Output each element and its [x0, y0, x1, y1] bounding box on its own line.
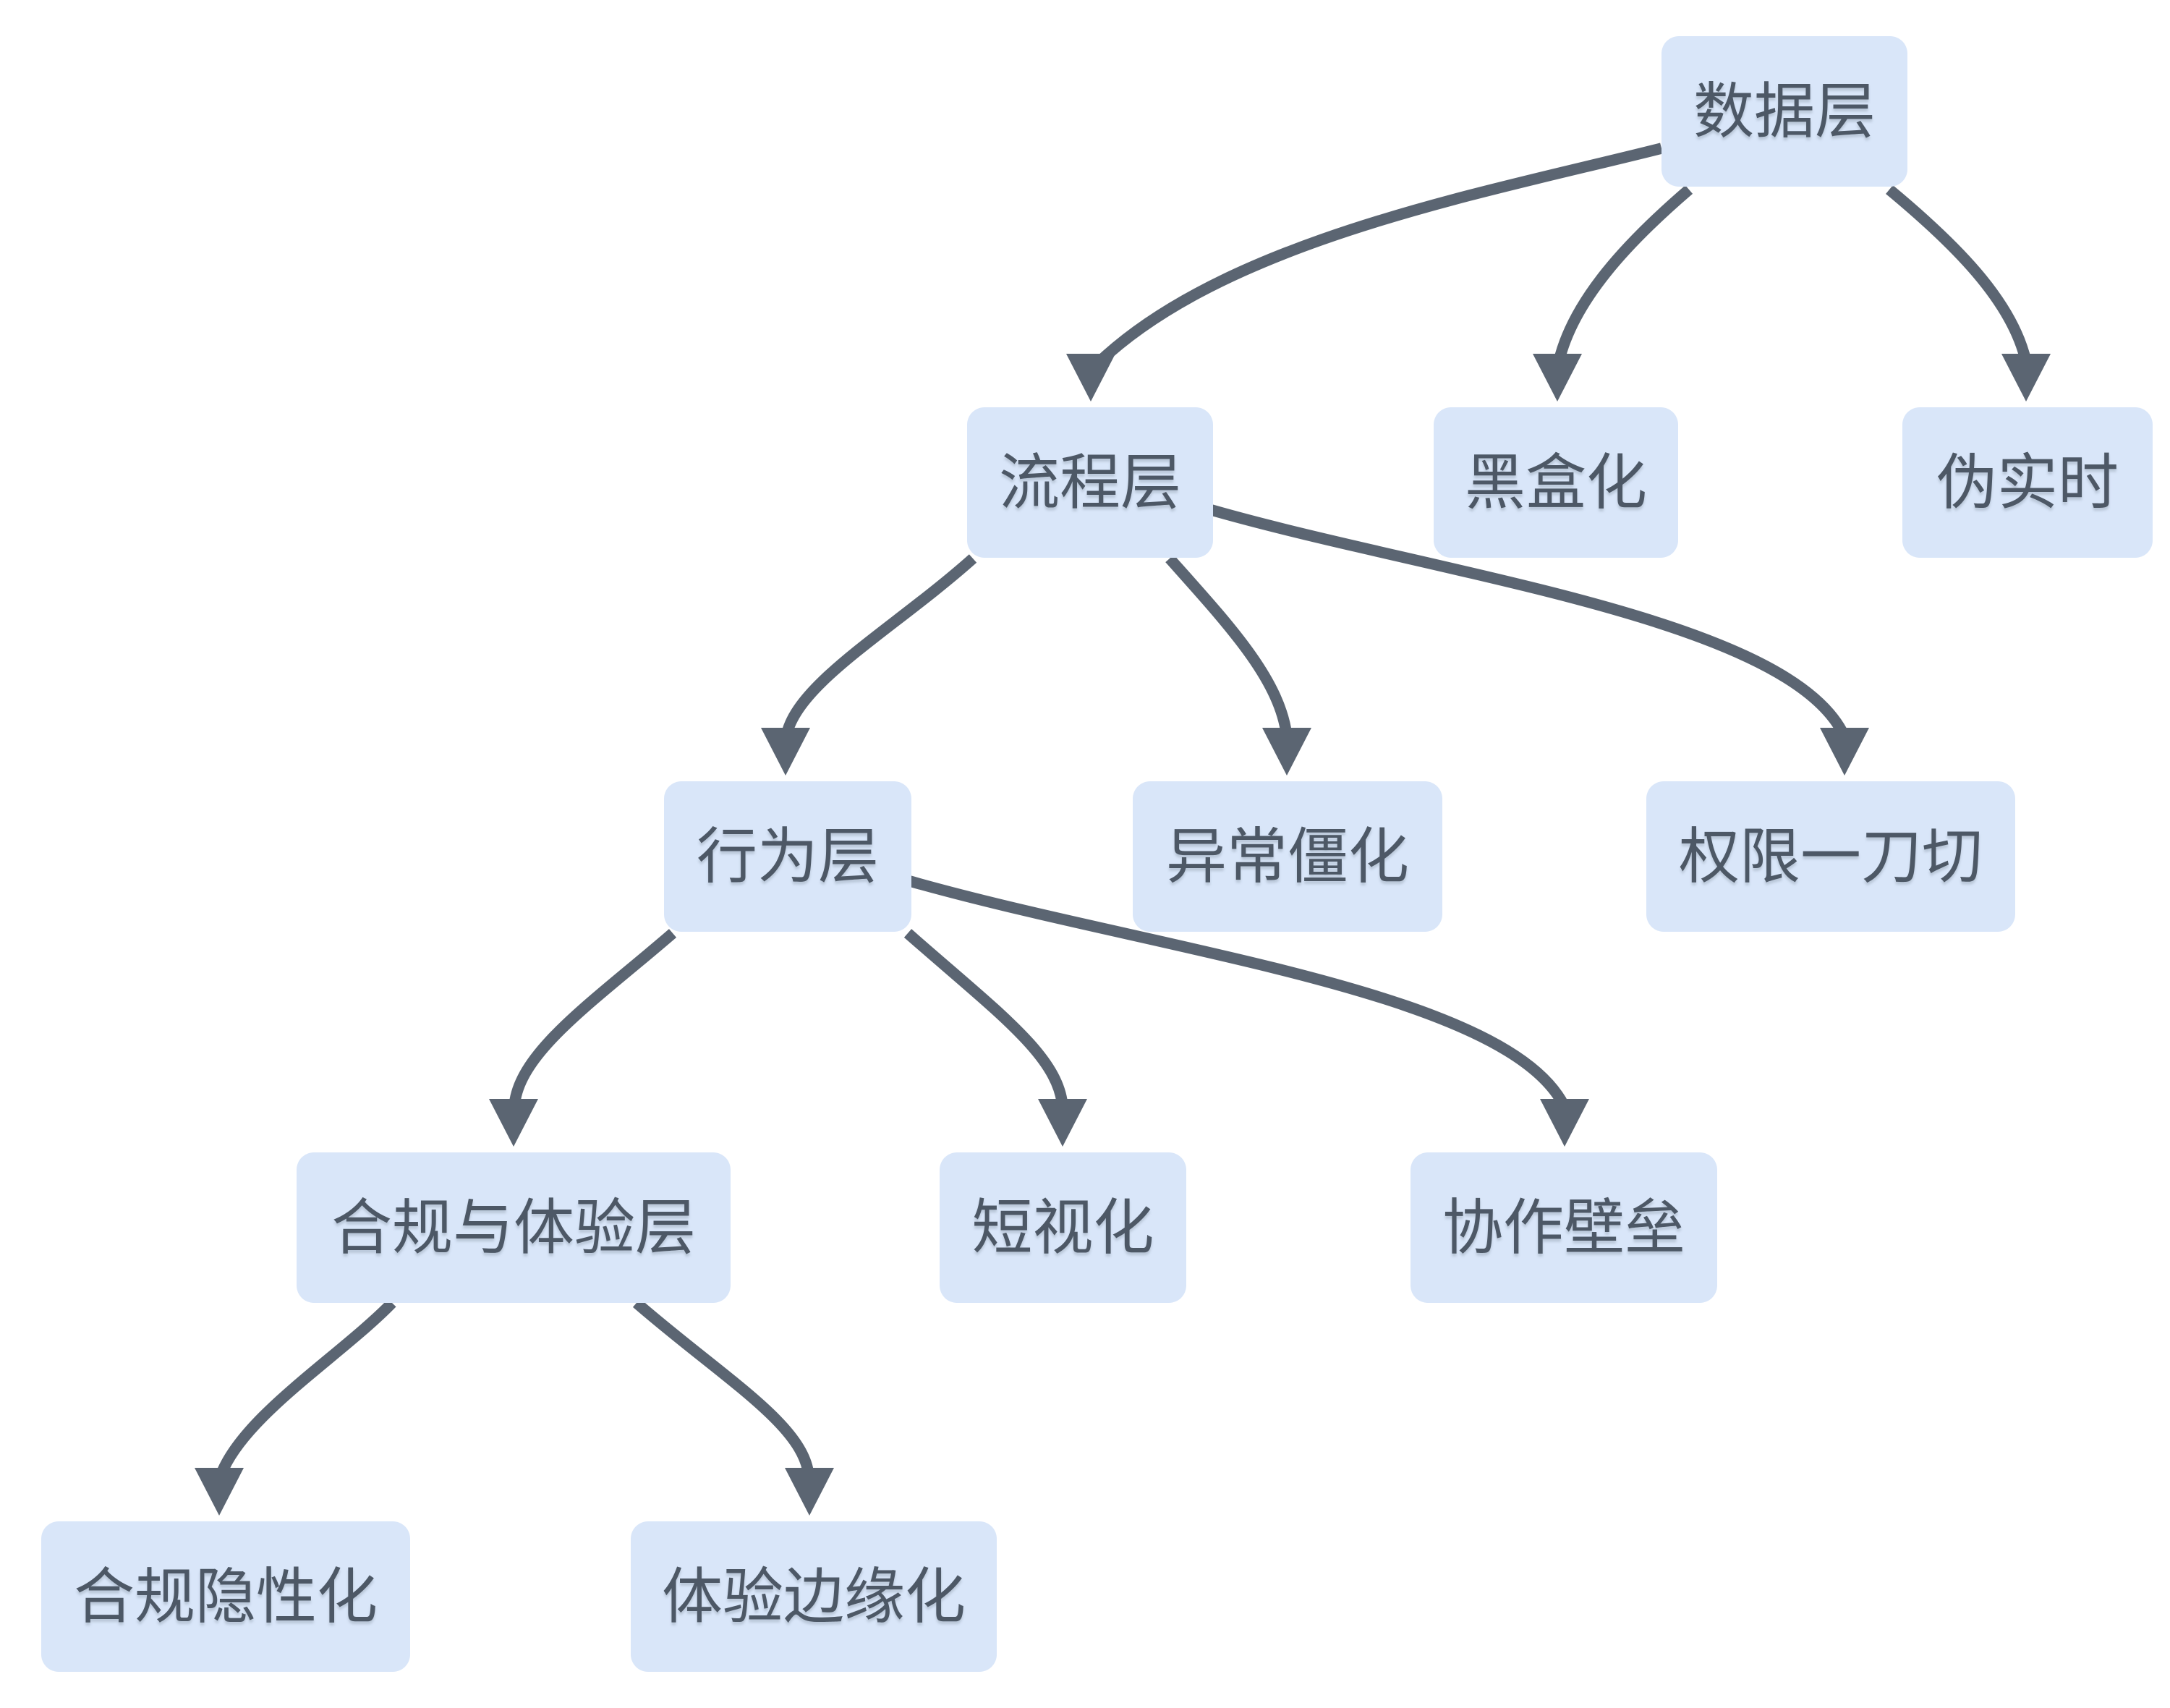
edge-process-layer-to-permission-one-size-fits-all: [1209, 504, 1869, 776]
edge-process-layer-to-exception-rigidity: [1165, 554, 1311, 776]
node-black-boxing[interactable]: 黑盒化: [1434, 407, 1678, 558]
arrowhead-icon: [1540, 1099, 1589, 1147]
node-collaboration-barriers[interactable]: 协作壁垒: [1410, 1152, 1717, 1303]
node-short-sightedness[interactable]: 短视化: [940, 1152, 1186, 1303]
edge-compliance-experience-layer-to-compliance-invisibility: [195, 1299, 396, 1516]
edge-line: [632, 1299, 814, 1477]
node-process-layer[interactable]: 流程层: [967, 407, 1213, 558]
arrowhead-icon: [1066, 354, 1115, 401]
edge-behavior-layer-to-collaboration-barriers: [908, 875, 1589, 1147]
arrowhead-icon: [489, 1099, 538, 1147]
node-compliance-invisibility[interactable]: 合规隐性化: [41, 1521, 410, 1672]
edge-line: [1095, 143, 1663, 366]
edge-line: [1165, 554, 1293, 737]
edge-line: [1209, 504, 1850, 739]
edge-line: [903, 929, 1068, 1108]
edge-line: [509, 929, 677, 1108]
node-permission-one-size-fits-all[interactable]: 权限一刀切: [1646, 781, 2015, 932]
node-compliance-experience-layer[interactable]: 合规与体验层: [297, 1152, 731, 1303]
edge-data-layer-to-process-layer: [1066, 143, 1663, 401]
edge-line: [1886, 185, 2032, 363]
arrowhead-icon: [761, 728, 810, 776]
edge-data-layer-to-pseudo-realtime: [1886, 185, 2051, 401]
edge-line: [908, 875, 1570, 1110]
edge-line: [780, 554, 977, 738]
edge-line: [1553, 185, 1693, 363]
arrowhead-icon: [1820, 728, 1869, 776]
arrowhead-icon: [1533, 354, 1582, 401]
edge-process-layer-to-behavior-layer: [761, 554, 977, 776]
edge-behavior-layer-to-short-sightedness: [903, 929, 1087, 1147]
edge-line: [215, 1299, 396, 1478]
arrowhead-icon: [2001, 354, 2051, 401]
arrowhead-icon: [195, 1468, 244, 1516]
arrowhead-icon: [785, 1468, 834, 1516]
node-data-layer[interactable]: 数据层: [1661, 36, 1907, 187]
node-behavior-layer[interactable]: 行为层: [664, 781, 911, 932]
edge-data-layer-to-black-boxing: [1533, 185, 1693, 401]
arrowhead-icon: [1038, 1099, 1087, 1147]
node-pseudo-realtime[interactable]: 伪实时: [1902, 407, 2153, 558]
node-exception-rigidity[interactable]: 异常僵化: [1133, 781, 1442, 932]
edge-behavior-layer-to-compliance-experience-layer: [489, 929, 677, 1147]
edge-compliance-experience-layer-to-experience-marginalization: [632, 1299, 834, 1516]
arrowhead-icon: [1262, 728, 1311, 776]
node-experience-marginalization[interactable]: 体验边缘化: [631, 1521, 997, 1672]
